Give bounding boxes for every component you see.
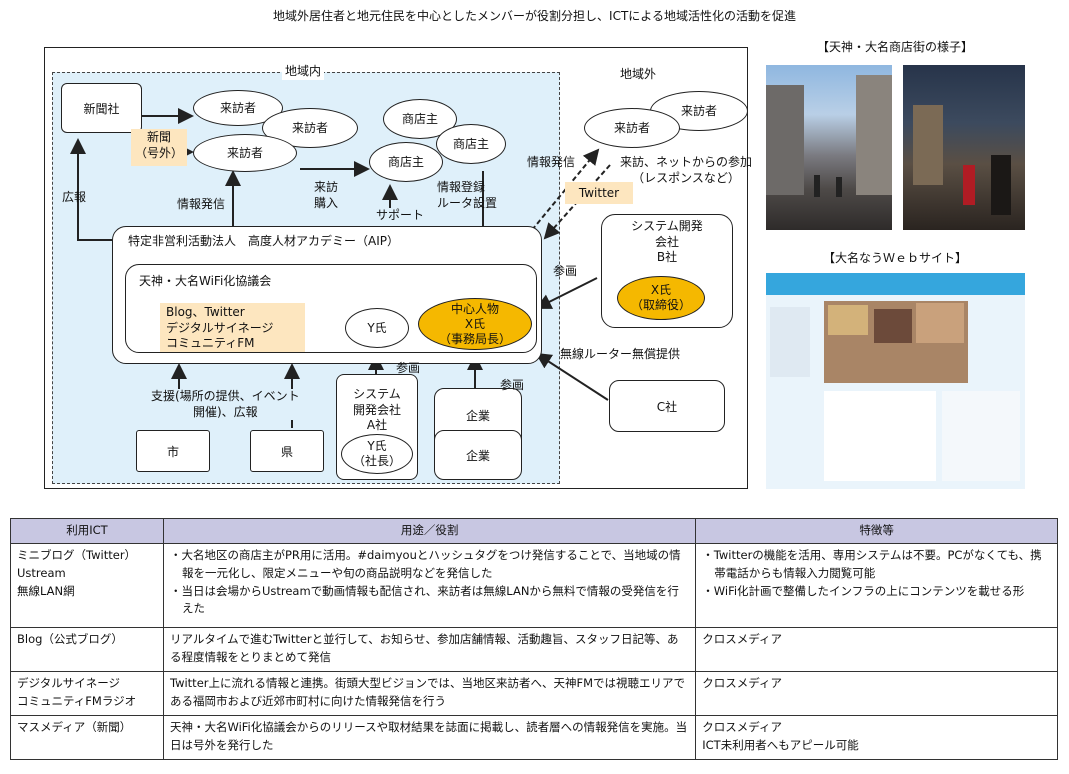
prefecture-node: 県: [250, 430, 324, 472]
net-participation-label: 来訪、ネットからの参加 （レスポンスなど）: [620, 155, 753, 185]
ict-cell: デジタルサイネージ コミュニティFMラジオ: [10, 671, 164, 716]
feature-item: クロスメディア: [702, 632, 782, 646]
ict-table: 利用ICT 用途／役割 特徴等 ミニブログ（Twitter） Ustream 無…: [10, 518, 1058, 760]
feature-item: ・Twitterの機能を活用、専用システムは不要。PCがなくても、携帯電話からも…: [702, 548, 1042, 580]
y-person-node: Y氏: [345, 308, 409, 348]
info-register-label: 情報登録 ルータ設置: [437, 180, 498, 210]
website-screenshot: [766, 273, 1025, 489]
ict-cell: Blog（公式ブログ）: [10, 627, 164, 672]
visit-buy-label: 来訪 購入: [314, 180, 339, 210]
info-send-right-label: 情報発信: [527, 155, 576, 169]
corp-label-2: 企業: [465, 448, 490, 463]
corp-label-1: 企業: [465, 409, 490, 423]
shop-owner-node-2: 商店主: [436, 124, 506, 164]
company-c-node: C社: [609, 380, 725, 432]
usage-cell: ・大名地区の商店主がPR用に活用。#daimyouとハッシュタグをつけ発信するこ…: [162, 543, 697, 628]
feature-cell: ・Twitterの機能を活用、専用システムは不要。PCがなくても、携帯電話からも…: [695, 543, 1058, 628]
visitor-node-3: 来訪者: [193, 134, 297, 172]
inside-label: 地域内: [282, 64, 325, 80]
y-president-node: Y氏 （社長）: [341, 434, 413, 474]
column-header: 用途／役割: [162, 518, 697, 544]
city-node: 市: [136, 430, 210, 472]
usage-item: ・大名地区の商店主がPR用に活用。#daimyouとハッシュタグをつけ発信するこ…: [169, 548, 681, 580]
feature-item: ・WiFi化計画で整備したインフラの上にコンテンツを載せる形: [702, 583, 1025, 598]
council-label: 天神・大名WiFi化協議会: [139, 274, 272, 288]
router-free-label: 無線ルーター無償提供: [560, 347, 681, 361]
system-b-label: システム開発 会社 B社: [631, 219, 703, 265]
table-row: デジタルサイネージ コミュニティFMラジオ Twitter上に流れる情報と連携。…: [10, 671, 1058, 716]
newspaper-label: 新聞社: [83, 101, 120, 116]
participation-corp-label: 参画: [500, 378, 525, 392]
shop-owner-node-3: 商店主: [369, 142, 443, 182]
column-header: 特徴等: [695, 518, 1058, 544]
feature-cell: クロスメディア: [695, 671, 1058, 716]
feature-item: クロスメディア ICT未利用者へもアピール可能: [702, 720, 859, 752]
company-c-label: C社: [656, 399, 678, 414]
outside-label: 地域外: [620, 67, 657, 81]
outside-visitor-node-1: 来訪者: [584, 108, 680, 148]
support-city-label: 支援(場所の提供、イベント 開催)、広報: [151, 389, 300, 421]
usage-item: リアルタイムで進むTwitterと並行して、お知らせ、参加店舗情報、活動趣旨、ス…: [169, 632, 679, 664]
x-director-node: X氏 （取締役）: [617, 276, 705, 320]
ict-cell: ミニブログ（Twitter） Ustream 無線LAN網: [10, 543, 164, 628]
table-row: ミニブログ（Twitter） Ustream 無線LAN網 ・大名地区の商店主が…: [10, 543, 1058, 628]
info-send-left-label: 情報発信: [177, 197, 226, 211]
media-list: Blog、Twitter デジタルサイネージ コミュニティFM: [160, 303, 305, 352]
feature-cell: クロスメディア: [695, 627, 1058, 672]
feature-cell: クロスメディア ICT未利用者へもアピール可能: [695, 715, 1058, 760]
page-title: 地域外居住者と地元住民を中心としたメンバーが役割分担し、ICTによる地域活性化の…: [273, 9, 796, 23]
city-label: 市: [166, 444, 179, 459]
usage-item: Twitter上に流れる情報と連携。街頭大型ビジョンでは、当地区来訪者へ、天神F…: [169, 676, 686, 708]
newspaper-extra: 新聞 （号外）: [131, 129, 187, 166]
participation-b-label: 参画: [553, 264, 578, 278]
corp-node-2: 企業: [434, 430, 522, 480]
npo-label: 特定非営利活動法人 高度人材アカデミー（AIP）: [128, 234, 399, 250]
participation-a-label: 参画: [396, 361, 421, 375]
system-a-label: システム 開発会社 A社: [352, 387, 401, 433]
prefecture-label: 県: [280, 444, 293, 459]
newspaper-node: 新聞社: [61, 83, 142, 133]
support-label: サポート: [376, 208, 425, 224]
photo-caption-2: 【大名なうＷｅｂサイト】: [822, 251, 967, 265]
usage-cell: Twitter上に流れる情報と連携。街頭大型ビジョンでは、当地区来訪者へ、天神F…: [162, 671, 697, 716]
column-header: 利用ICT: [10, 518, 164, 544]
street-photo-2: [903, 65, 1025, 230]
usage-cell: 天神・大名WiFi化協議会からのリリースや取材結果を誌面に掲載し、読者層への情報…: [162, 715, 697, 760]
table-row: Blog（公式ブログ） リアルタイムで進むTwitterと並行して、お知らせ、参…: [10, 627, 1058, 672]
photo-caption-1: 【天神・大名商店街の様子】: [816, 40, 973, 54]
table-row: マスメディア（新聞） 天神・大名WiFi化協議会からのリリースや取材結果を誌面に…: [10, 715, 1058, 760]
outside-visitor-node-2: 来訪者: [650, 91, 748, 131]
table-header-row: 利用ICT 用途／役割 特徴等: [10, 518, 1058, 544]
twitter-label: Twitter: [565, 182, 633, 204]
ict-cell: マスメディア（新聞）: [10, 715, 164, 760]
usage-cell: リアルタイムで進むTwitterと並行して、お知らせ、参加店舗情報、活動趣旨、ス…: [162, 627, 697, 672]
usage-item: ・当日は会場からUstreamで動画情報も配信され、来訪者は無線LANから無料で…: [169, 583, 679, 616]
usage-item: 天神・大名WiFi化協議会からのリリースや取材結果を誌面に掲載し、読者層への情報…: [169, 720, 688, 752]
street-photo-1: [766, 65, 892, 230]
key-person-node: 中心人物 X氏 （事務局長）: [418, 298, 532, 350]
feature-item: クロスメディア: [702, 676, 782, 690]
pr-label: 広報: [62, 190, 87, 204]
